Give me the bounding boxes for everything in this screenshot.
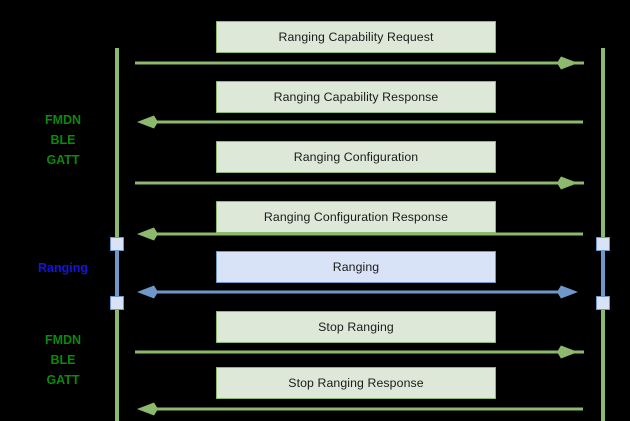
left-lifeline bbox=[115, 48, 119, 421]
activation-square-right-bottom bbox=[596, 296, 610, 310]
activation-bar-left bbox=[115, 250, 119, 306]
phase-label-line: GATT bbox=[46, 153, 80, 167]
phase-label-line: Ranging bbox=[38, 261, 88, 275]
arrow-6-left-head bbox=[137, 402, 158, 416]
message-box-6[interactable]: Stop Ranging Response bbox=[216, 367, 496, 399]
phase-label-line: GATT bbox=[46, 373, 80, 387]
arrow-2-right-head bbox=[557, 176, 578, 190]
activation-square-right-top bbox=[596, 237, 610, 251]
arrow-4-both-head-right bbox=[557, 285, 578, 299]
phase-label-fmdn-ble-gatt-top: FMDN BLE GATT bbox=[20, 110, 106, 170]
phase-label-line: BLE bbox=[50, 133, 76, 147]
phase-label-fmdn-ble-gatt-bottom: FMDN BLE GATT bbox=[20, 330, 106, 390]
right-lifeline bbox=[601, 48, 605, 421]
phase-label-line: FMDN bbox=[44, 113, 82, 127]
arrow-4-both-head-left bbox=[137, 285, 158, 299]
arrow-3-left-head bbox=[137, 227, 158, 241]
message-box-5[interactable]: Stop Ranging bbox=[216, 311, 496, 343]
message-box-4[interactable]: Ranging bbox=[216, 251, 496, 283]
arrow-1-left-head bbox=[137, 115, 158, 129]
activation-square-left-bottom bbox=[110, 296, 124, 310]
message-box-0[interactable]: Ranging Capability Request bbox=[216, 21, 496, 53]
phase-label-line: FMDN bbox=[44, 333, 82, 347]
activation-bar-right bbox=[601, 250, 605, 306]
message-label: Stop Ranging Response bbox=[288, 376, 424, 390]
message-label: Ranging bbox=[332, 260, 380, 274]
message-label: Ranging Capability Response bbox=[273, 90, 439, 104]
message-box-1[interactable]: Ranging Capability Response bbox=[216, 81, 496, 113]
message-label: Ranging Configuration bbox=[293, 150, 419, 164]
message-box-2[interactable]: Ranging Configuration bbox=[216, 141, 496, 173]
message-label: Ranging Capability Request bbox=[278, 30, 434, 44]
arrow-0-right-head bbox=[557, 56, 578, 70]
phase-label-ranging: Ranging bbox=[20, 258, 106, 278]
message-label: Stop Ranging bbox=[318, 320, 394, 334]
activation-square-left-top bbox=[110, 237, 124, 251]
message-label: Ranging Configuration Response bbox=[263, 210, 449, 224]
phase-label-line: BLE bbox=[50, 353, 76, 367]
message-box-3[interactable]: Ranging Configuration Response bbox=[216, 201, 496, 233]
arrow-5-right-head bbox=[557, 345, 578, 359]
